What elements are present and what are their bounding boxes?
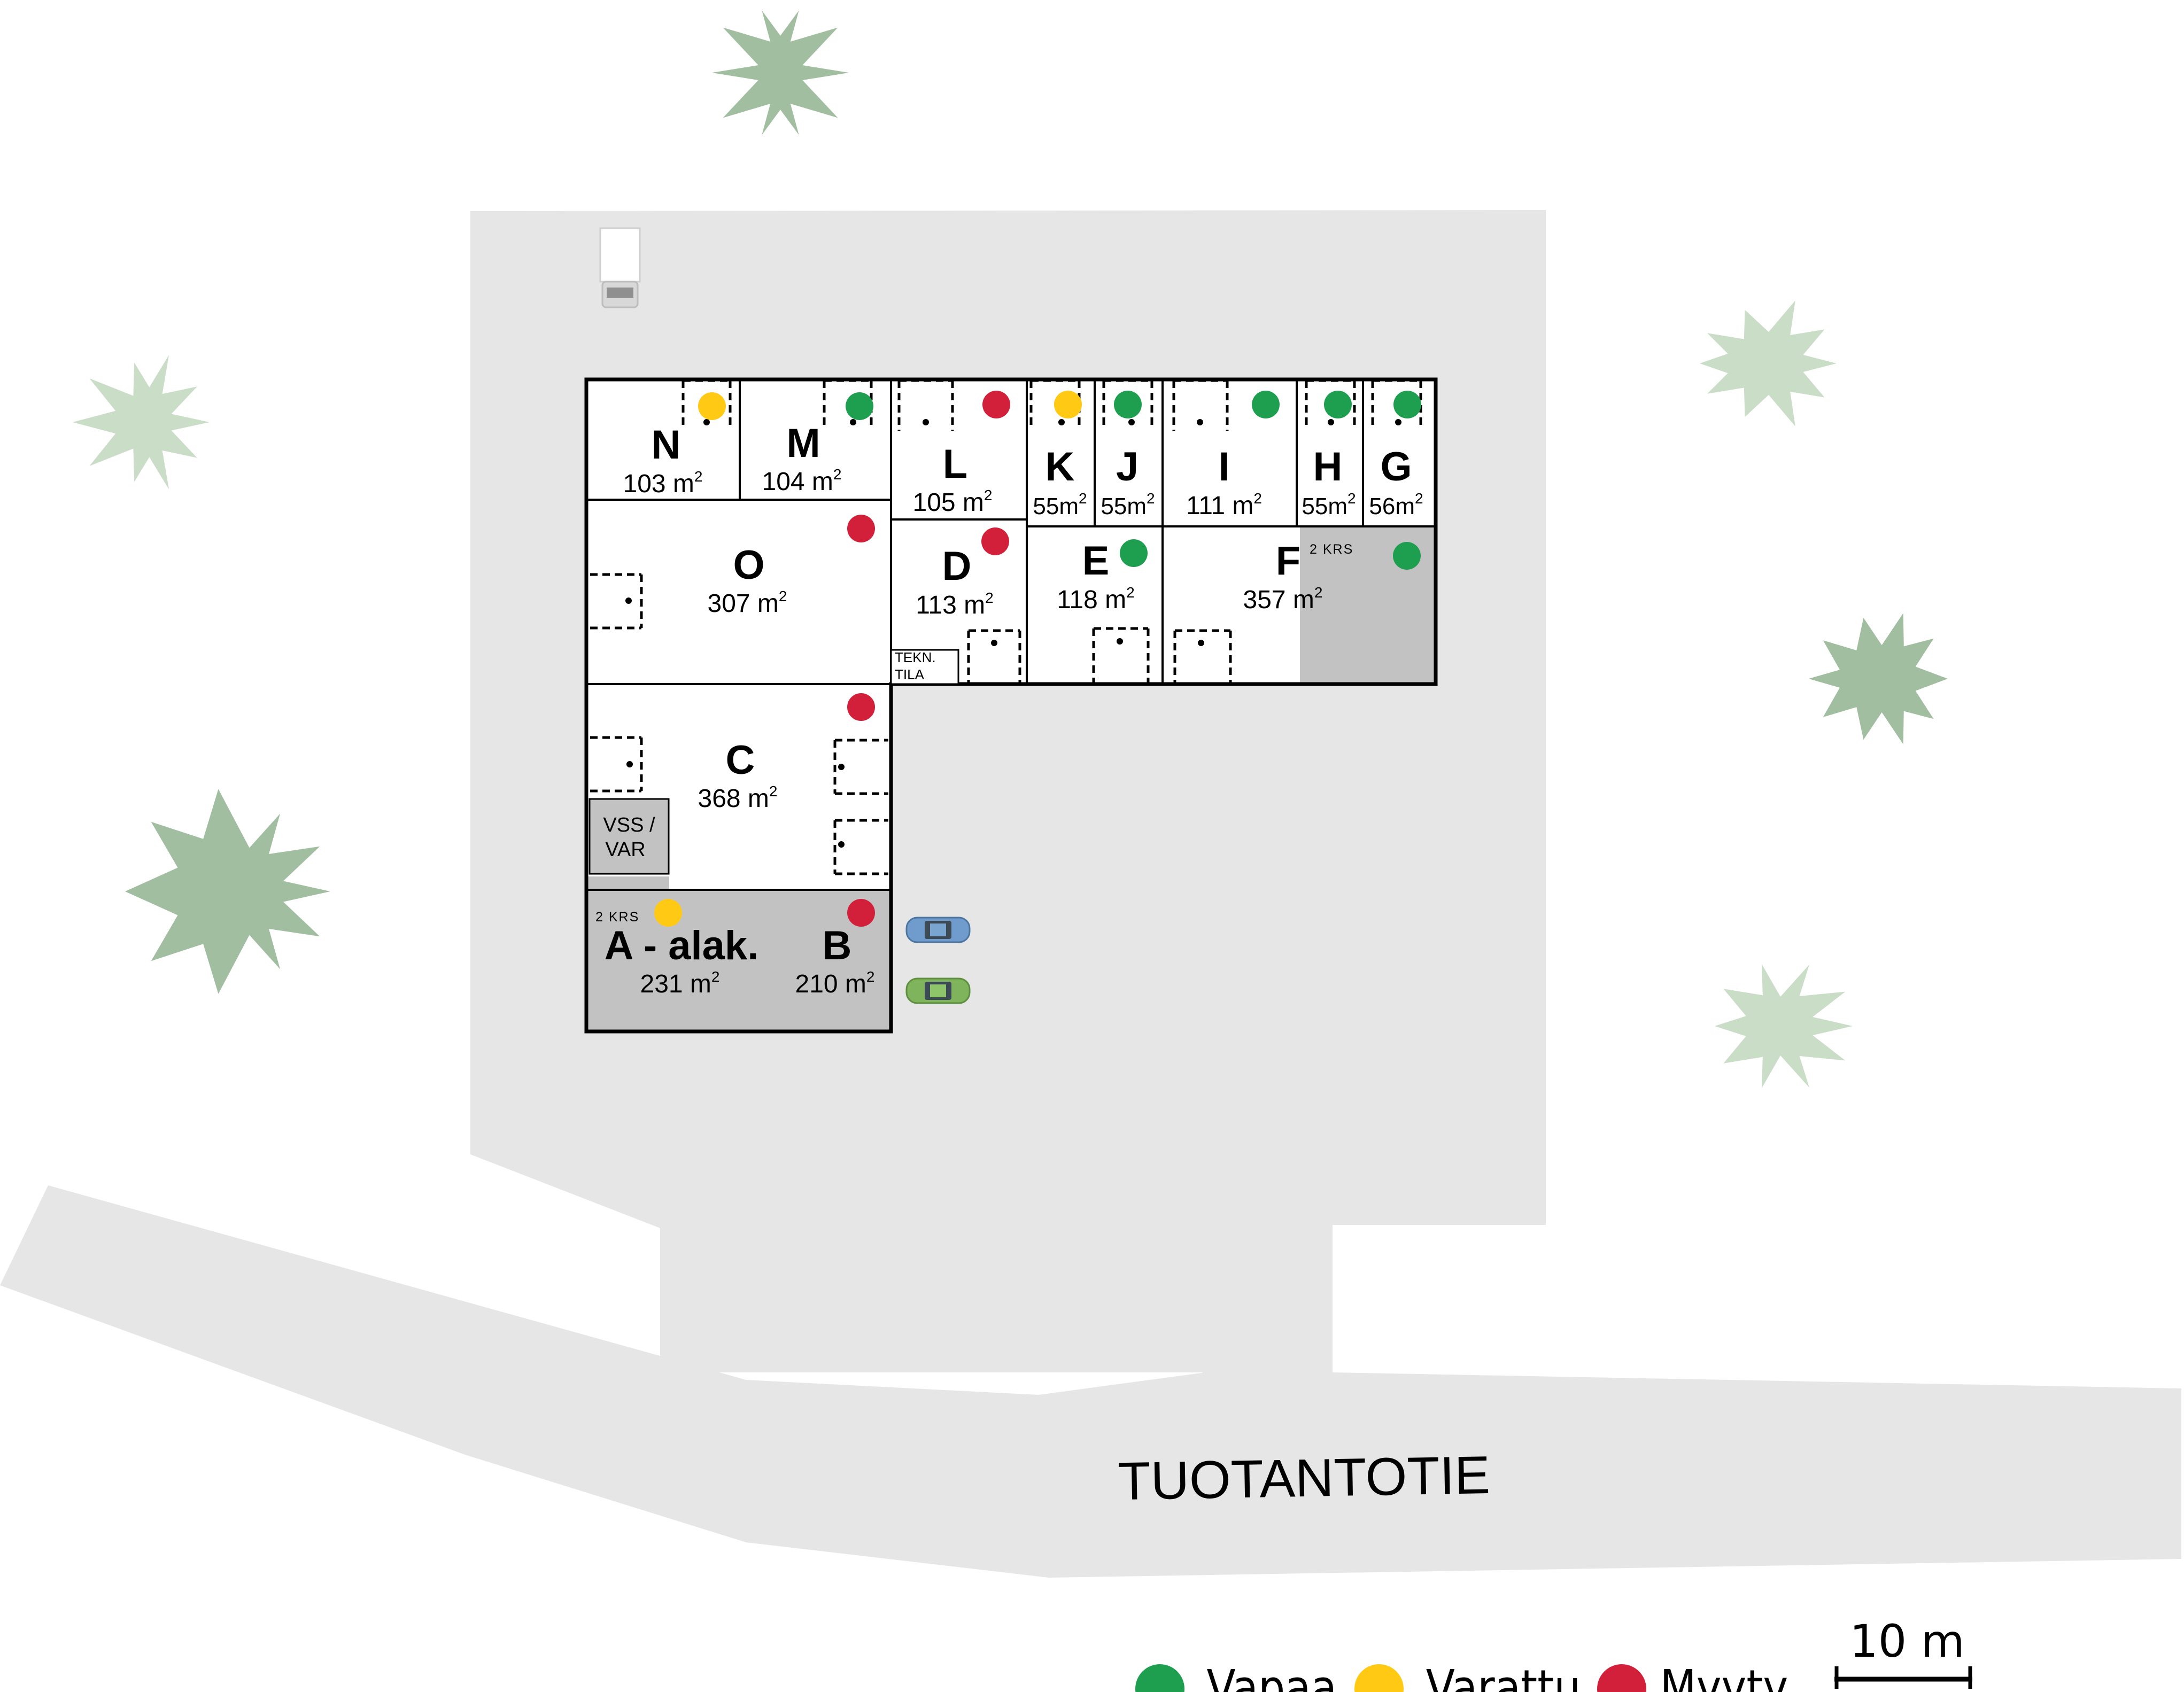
door-icon (1029, 379, 1081, 429)
unit-area-j: 55m2 (1101, 490, 1155, 519)
unit-area-k: 55m2 (1033, 490, 1087, 519)
scale-bar: 10 m (1834, 1615, 1972, 1689)
unit-letter-n: N (652, 422, 681, 468)
trees (73, 10, 1948, 1089)
status-dot-b (847, 899, 875, 927)
truck-icon (599, 227, 641, 308)
door-icon (681, 379, 732, 429)
door-icon (1305, 379, 1356, 429)
tree-star-icon (1700, 300, 1837, 426)
scale-bar-label: 10 m (1849, 1615, 1964, 1667)
unit-letter-e: E (1082, 538, 1110, 584)
unit-letter-f: F (1276, 538, 1300, 584)
technical-room-label-1: TEKN. (895, 649, 936, 665)
legend-vapaa-label: Vapaa (1206, 1659, 1337, 1692)
door-icon (823, 379, 873, 429)
unit-area-e: 118 m2 (1057, 584, 1134, 614)
unit-area-h: 55m2 (1302, 490, 1356, 519)
legend: Vapaa Varattu Myyty (1135, 1659, 1788, 1692)
tree-star-icon (1715, 964, 1853, 1089)
car-icon (905, 977, 971, 1004)
unit-labels: N 103 m2 M 104 m2 L 105 m2 K 55m2 J 55m2… (605, 421, 1423, 998)
unit-letter-m: M (786, 421, 820, 466)
door-icon (1371, 379, 1422, 429)
building: TEKN. TILA VSS / VAR 2 KRS 2 KRS N 103 m… (584, 377, 1438, 1034)
unit-area-d: 113 m2 (916, 589, 993, 619)
technical-room-label-2: TILA (895, 666, 925, 682)
unit-letter-k: K (1045, 444, 1075, 490)
unit-area-g: 56m2 (1369, 490, 1423, 519)
status-dot-m (846, 392, 873, 420)
unit-letter-i: I (1218, 444, 1229, 490)
tree-star-icon (125, 789, 330, 994)
status-dot-j (1114, 391, 1142, 418)
door-icon (1102, 379, 1153, 429)
door-icon (833, 739, 888, 795)
tree-star-icon (1809, 613, 1948, 744)
unit-area-l: 105 m2 (913, 487, 993, 517)
door-icon (833, 819, 888, 875)
vss-room: VSS / VAR (588, 798, 670, 875)
status-dot-d (981, 527, 1009, 555)
status-dot-o (847, 515, 875, 542)
vss-room-label-1: VSS / (603, 814, 655, 836)
interior-walls (586, 379, 1436, 891)
unit-area-c: 368 m2 (698, 783, 778, 813)
unit-letter-a: A - alak. (605, 923, 759, 968)
unit-area-i: 111 m2 (1186, 490, 1262, 520)
unit-area-b: 210 m2 (795, 968, 875, 998)
door-icon (1092, 627, 1150, 684)
legend-varattu-swatch (1354, 1664, 1404, 1692)
door-icon (1173, 629, 1232, 684)
access-road (1203, 1227, 1333, 1373)
floors-label: 2 KRS (595, 910, 639, 925)
tree-star-icon (712, 10, 849, 135)
floors-label: 2 KRS (1310, 542, 1353, 557)
legend-myyty-swatch (1597, 1664, 1646, 1692)
unit-letter-h: H (1313, 444, 1343, 490)
unit-area-n: 103 m2 (623, 468, 703, 498)
door-icon (1172, 379, 1229, 431)
status-dot-e (1120, 539, 1148, 567)
unit-area-f: 357 m2 (1243, 584, 1323, 614)
door-icon (967, 629, 1021, 684)
building-footprint (586, 379, 1436, 1031)
unit-area-o: 307 m2 (708, 588, 787, 618)
unit-letter-g: G (1380, 444, 1412, 490)
road-tuotantotie (0, 1185, 2181, 1578)
unit-letter-c: C (726, 738, 755, 783)
vss-room-label-2: VAR (605, 839, 645, 861)
status-dot-n (698, 392, 726, 420)
doors (590, 379, 1422, 875)
tree-star-icon (73, 355, 210, 490)
legend-varattu-label: Varattu (1426, 1659, 1581, 1692)
road-name-label: TUOTANTOTIE (1118, 1445, 1491, 1511)
unit-letter-l: L (943, 441, 967, 487)
status-dot-i (1252, 391, 1280, 418)
unit-area-m: 104 m2 (762, 466, 842, 496)
status-dot-l (982, 391, 1010, 418)
door-icon (590, 573, 643, 630)
door-icon (897, 379, 954, 431)
car-icon (905, 917, 971, 943)
status-dot-a (654, 899, 682, 927)
status-dot-f (1393, 542, 1421, 570)
unit-letter-b: B (823, 923, 852, 968)
unit-letter-o: O (733, 542, 764, 588)
legend-myyty-label: Myyty (1660, 1659, 1788, 1692)
status-dot-c (847, 693, 875, 721)
status-dots (654, 391, 1421, 927)
unit-area-a: 231 m2 (640, 968, 720, 998)
unit-letter-j: J (1116, 444, 1139, 490)
legend-vapaa-swatch (1135, 1664, 1184, 1692)
status-dot-k (1054, 391, 1082, 418)
unit-c-vss-strip (586, 876, 669, 890)
status-dot-g (1393, 391, 1421, 418)
technical-room: TEKN. TILA (890, 649, 959, 685)
unit-letter-d: D (942, 544, 972, 589)
status-dot-h (1324, 391, 1352, 418)
door-icon (590, 736, 643, 793)
unit-a-b-two-storey-area (586, 890, 891, 1031)
